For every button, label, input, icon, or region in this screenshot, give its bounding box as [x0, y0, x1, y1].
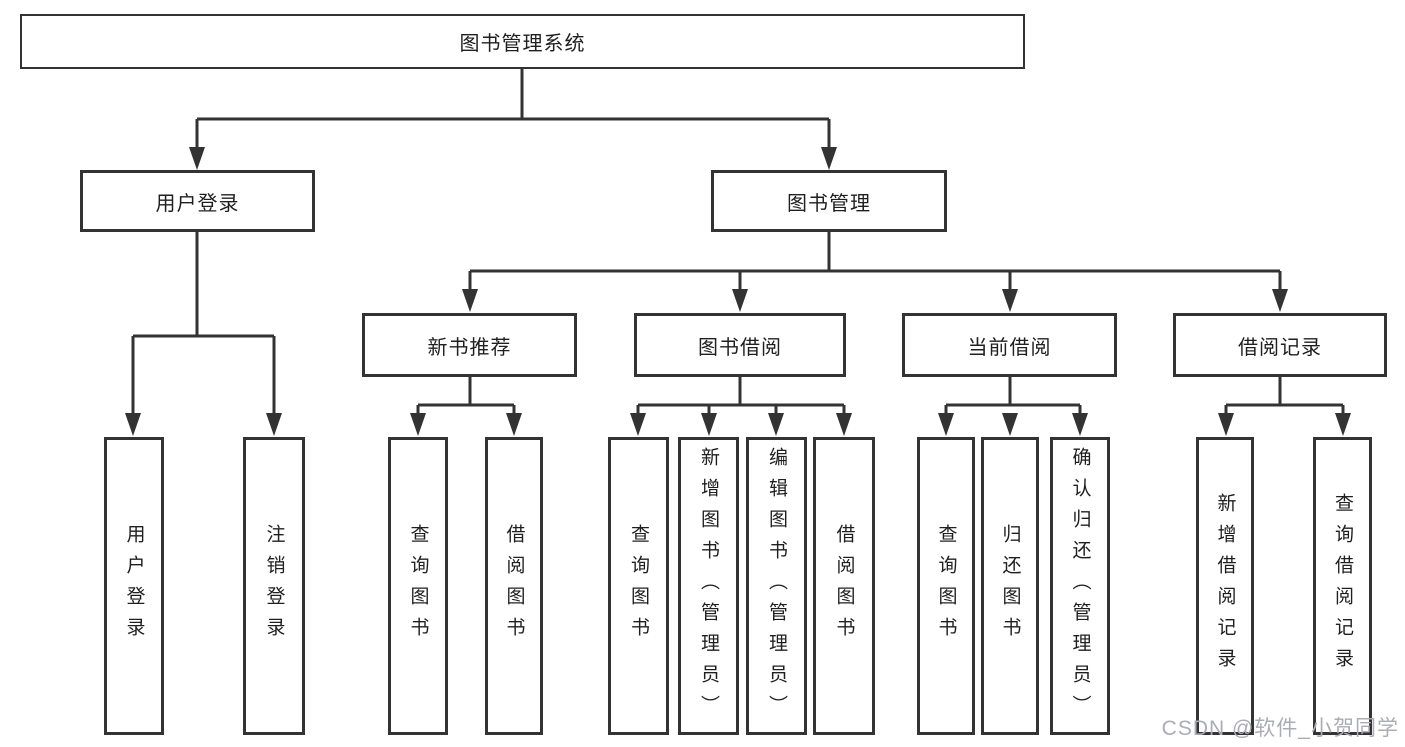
- node-label: 图书管理系统: [459, 33, 586, 55]
- node-label: 借阅图书: [503, 524, 525, 648]
- arrowhead-icon: [125, 413, 141, 436]
- leaf-borrow-books-2: 借阅图书: [813, 437, 875, 735]
- node-label: 新增借阅记录: [1214, 493, 1236, 679]
- arrowhead-icon: [506, 413, 522, 436]
- connector-records-branch: [1218, 377, 1351, 436]
- node-user-login: 用户登录: [80, 170, 315, 232]
- leaf-logout: 注销登录: [243, 437, 305, 735]
- arrowhead-icon: [1072, 413, 1088, 436]
- connector-newbook-branch: [410, 377, 522, 436]
- arrowhead-icon: [266, 413, 282, 436]
- connector-management-branch: [462, 232, 1288, 312]
- leaf-add-books-admin: 新增图书（管理员）: [678, 437, 739, 735]
- leaf-query-books-2: 查询图书: [608, 437, 669, 735]
- leaf-query-books-1: 查询图书: [388, 437, 448, 735]
- node-label: 新增图书（管理员）: [698, 446, 719, 726]
- node-current-borrowing: 当前借阅: [902, 313, 1117, 377]
- connector-root-branch: [189, 69, 837, 170]
- connector-login-branch: [125, 232, 282, 436]
- node-label: 编辑图书（管理员）: [766, 446, 787, 726]
- node-label: 借阅图书: [833, 524, 855, 648]
- node-label: 借阅记录: [1238, 336, 1322, 359]
- node-borrowing-records: 借阅记录: [1173, 313, 1387, 377]
- connector-current-branch: [938, 377, 1088, 436]
- node-label: 新书推荐: [427, 336, 512, 359]
- arrowhead-icon: [701, 413, 717, 436]
- node-new-book-recommend: 新书推荐: [362, 313, 577, 377]
- leaf-return-books: 归还图书: [981, 437, 1039, 735]
- arrowhead-icon: [768, 413, 784, 436]
- node-label: 图书管理: [787, 192, 871, 215]
- arrowhead-icon: [410, 413, 426, 436]
- node-system-root: 图书管理系统: [20, 14, 1025, 69]
- arrowhead-icon: [821, 147, 837, 170]
- node-label: 确认归还（管理员）: [1069, 446, 1091, 726]
- node-label: 查询图书: [407, 524, 429, 648]
- arrowhead-icon: [1218, 413, 1234, 436]
- node-label: 当前借阅: [967, 336, 1052, 359]
- node-label: 用户登录: [155, 192, 240, 215]
- node-label: 注销登录: [263, 524, 285, 648]
- leaf-user-login: 用户登录: [104, 437, 164, 735]
- arrowhead-icon: [1002, 413, 1018, 436]
- node-label: 用户登录: [123, 524, 145, 648]
- leaf-add-borrow-record: 新增借阅记录: [1196, 437, 1254, 735]
- arrowhead-icon: [630, 413, 646, 436]
- arrowhead-icon: [1335, 413, 1351, 436]
- connector-borrow-branch: [630, 377, 852, 436]
- node-label: 查询借阅记录: [1332, 493, 1353, 679]
- leaf-confirm-return-admin: 确认归还（管理员）: [1050, 437, 1110, 735]
- node-label: 归还图书: [999, 524, 1021, 648]
- arrowhead-icon: [189, 147, 205, 170]
- arrowhead-icon: [462, 289, 478, 312]
- node-label: 查询图书: [935, 524, 957, 648]
- arrowhead-icon: [1272, 289, 1288, 312]
- leaf-query-books-3: 查询图书: [917, 437, 975, 735]
- arrowhead-icon: [1002, 289, 1018, 312]
- leaf-query-borrow-record: 查询借阅记录: [1313, 437, 1372, 735]
- leaf-edit-books-admin: 编辑图书（管理员）: [746, 437, 807, 735]
- node-book-management: 图书管理: [711, 170, 947, 232]
- arrowhead-icon: [732, 289, 748, 312]
- leaf-borrow-books-1: 借阅图书: [485, 437, 543, 735]
- arrowhead-icon: [836, 413, 852, 436]
- node-label: 图书借阅: [698, 336, 782, 359]
- csdn-watermark: CSDN @软件_小贺同学: [1161, 717, 1399, 740]
- node-book-borrowing: 图书借阅: [634, 313, 846, 377]
- arrowhead-icon: [938, 413, 954, 436]
- node-label: 查询图书: [628, 524, 649, 648]
